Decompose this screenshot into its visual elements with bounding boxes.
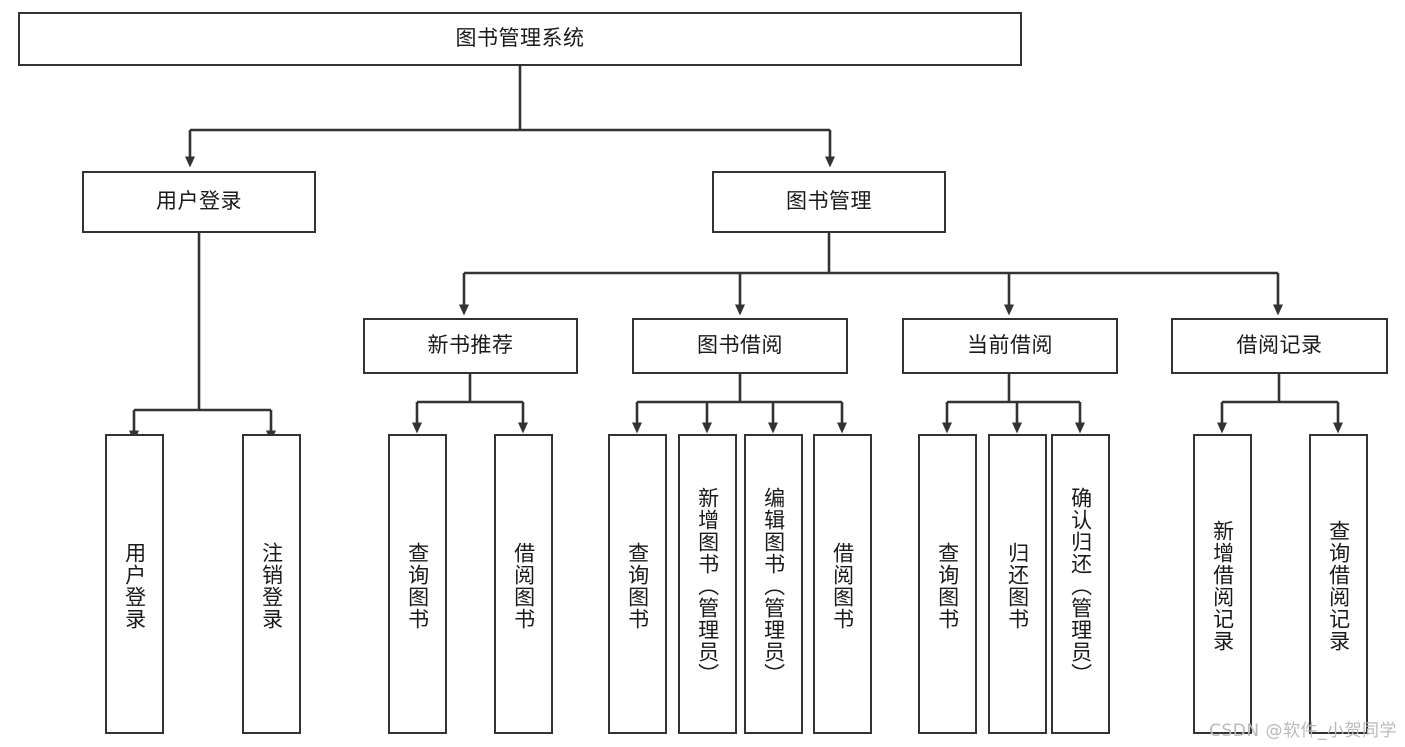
node-leaf-query-book-2[interactable]: 查询图书 (608, 434, 667, 734)
node-leaf-logout-login[interactable]: 注销登录 (242, 434, 301, 734)
node-book-borrow[interactable]: 图书借阅 (632, 318, 848, 374)
node-new-book-recommend[interactable]: 新书推荐 (363, 318, 578, 374)
node-user-login[interactable]: 用户登录 (82, 171, 316, 233)
node-leaf-borrow-book-1[interactable]: 借阅图书 (494, 434, 553, 734)
node-leaf-add-record[interactable]: 新增借阅记录 (1193, 434, 1252, 734)
node-label: 新增图书（管理员） (695, 487, 720, 685)
node-book-management-system[interactable]: 图书管理系统 (18, 12, 1022, 66)
node-leaf-borrow-book-2[interactable]: 借阅图书 (813, 434, 872, 734)
node-label: 归还图书 (1005, 542, 1030, 630)
node-borrow-record[interactable]: 借阅记录 (1171, 318, 1388, 374)
node-book-management[interactable]: 图书管理 (712, 171, 946, 233)
node-leaf-return-book[interactable]: 归还图书 (988, 434, 1047, 734)
node-label: 借阅图书 (830, 542, 855, 630)
node-label: 当前借阅 (967, 333, 1053, 358)
node-leaf-edit-book[interactable]: 编辑图书（管理员） (744, 434, 803, 734)
node-label: 编辑图书（管理员） (761, 487, 786, 685)
node-label: 借阅记录 (1236, 333, 1323, 358)
node-label: 图书借阅 (697, 333, 783, 358)
node-leaf-confirm-return[interactable]: 确认归还（管理员） (1051, 434, 1110, 734)
node-label: 用户登录 (156, 189, 242, 214)
node-label: 图书管理 (786, 189, 872, 214)
node-leaf-query-book-1[interactable]: 查询图书 (388, 434, 447, 734)
node-label: 查询图书 (625, 542, 650, 630)
node-label: 新增借阅记录 (1210, 520, 1235, 652)
node-label: 用户登录 (122, 542, 147, 630)
node-current-borrow[interactable]: 当前借阅 (902, 318, 1118, 374)
node-label: 借阅图书 (511, 542, 536, 630)
node-label: 查询图书 (935, 542, 960, 630)
node-label: 确认归还（管理员） (1068, 487, 1093, 685)
node-leaf-add-book[interactable]: 新增图书（管理员） (678, 434, 737, 734)
node-label: 注销登录 (259, 542, 284, 630)
node-label: 新书推荐 (427, 333, 514, 358)
node-leaf-query-book-3[interactable]: 查询图书 (918, 434, 977, 734)
node-leaf-user-login[interactable]: 用户登录 (105, 434, 164, 734)
node-label: 查询图书 (405, 542, 430, 630)
node-label: 图书管理系统 (455, 26, 585, 51)
node-label: 查询借阅记录 (1326, 520, 1351, 652)
node-leaf-query-record[interactable]: 查询借阅记录 (1309, 434, 1368, 734)
